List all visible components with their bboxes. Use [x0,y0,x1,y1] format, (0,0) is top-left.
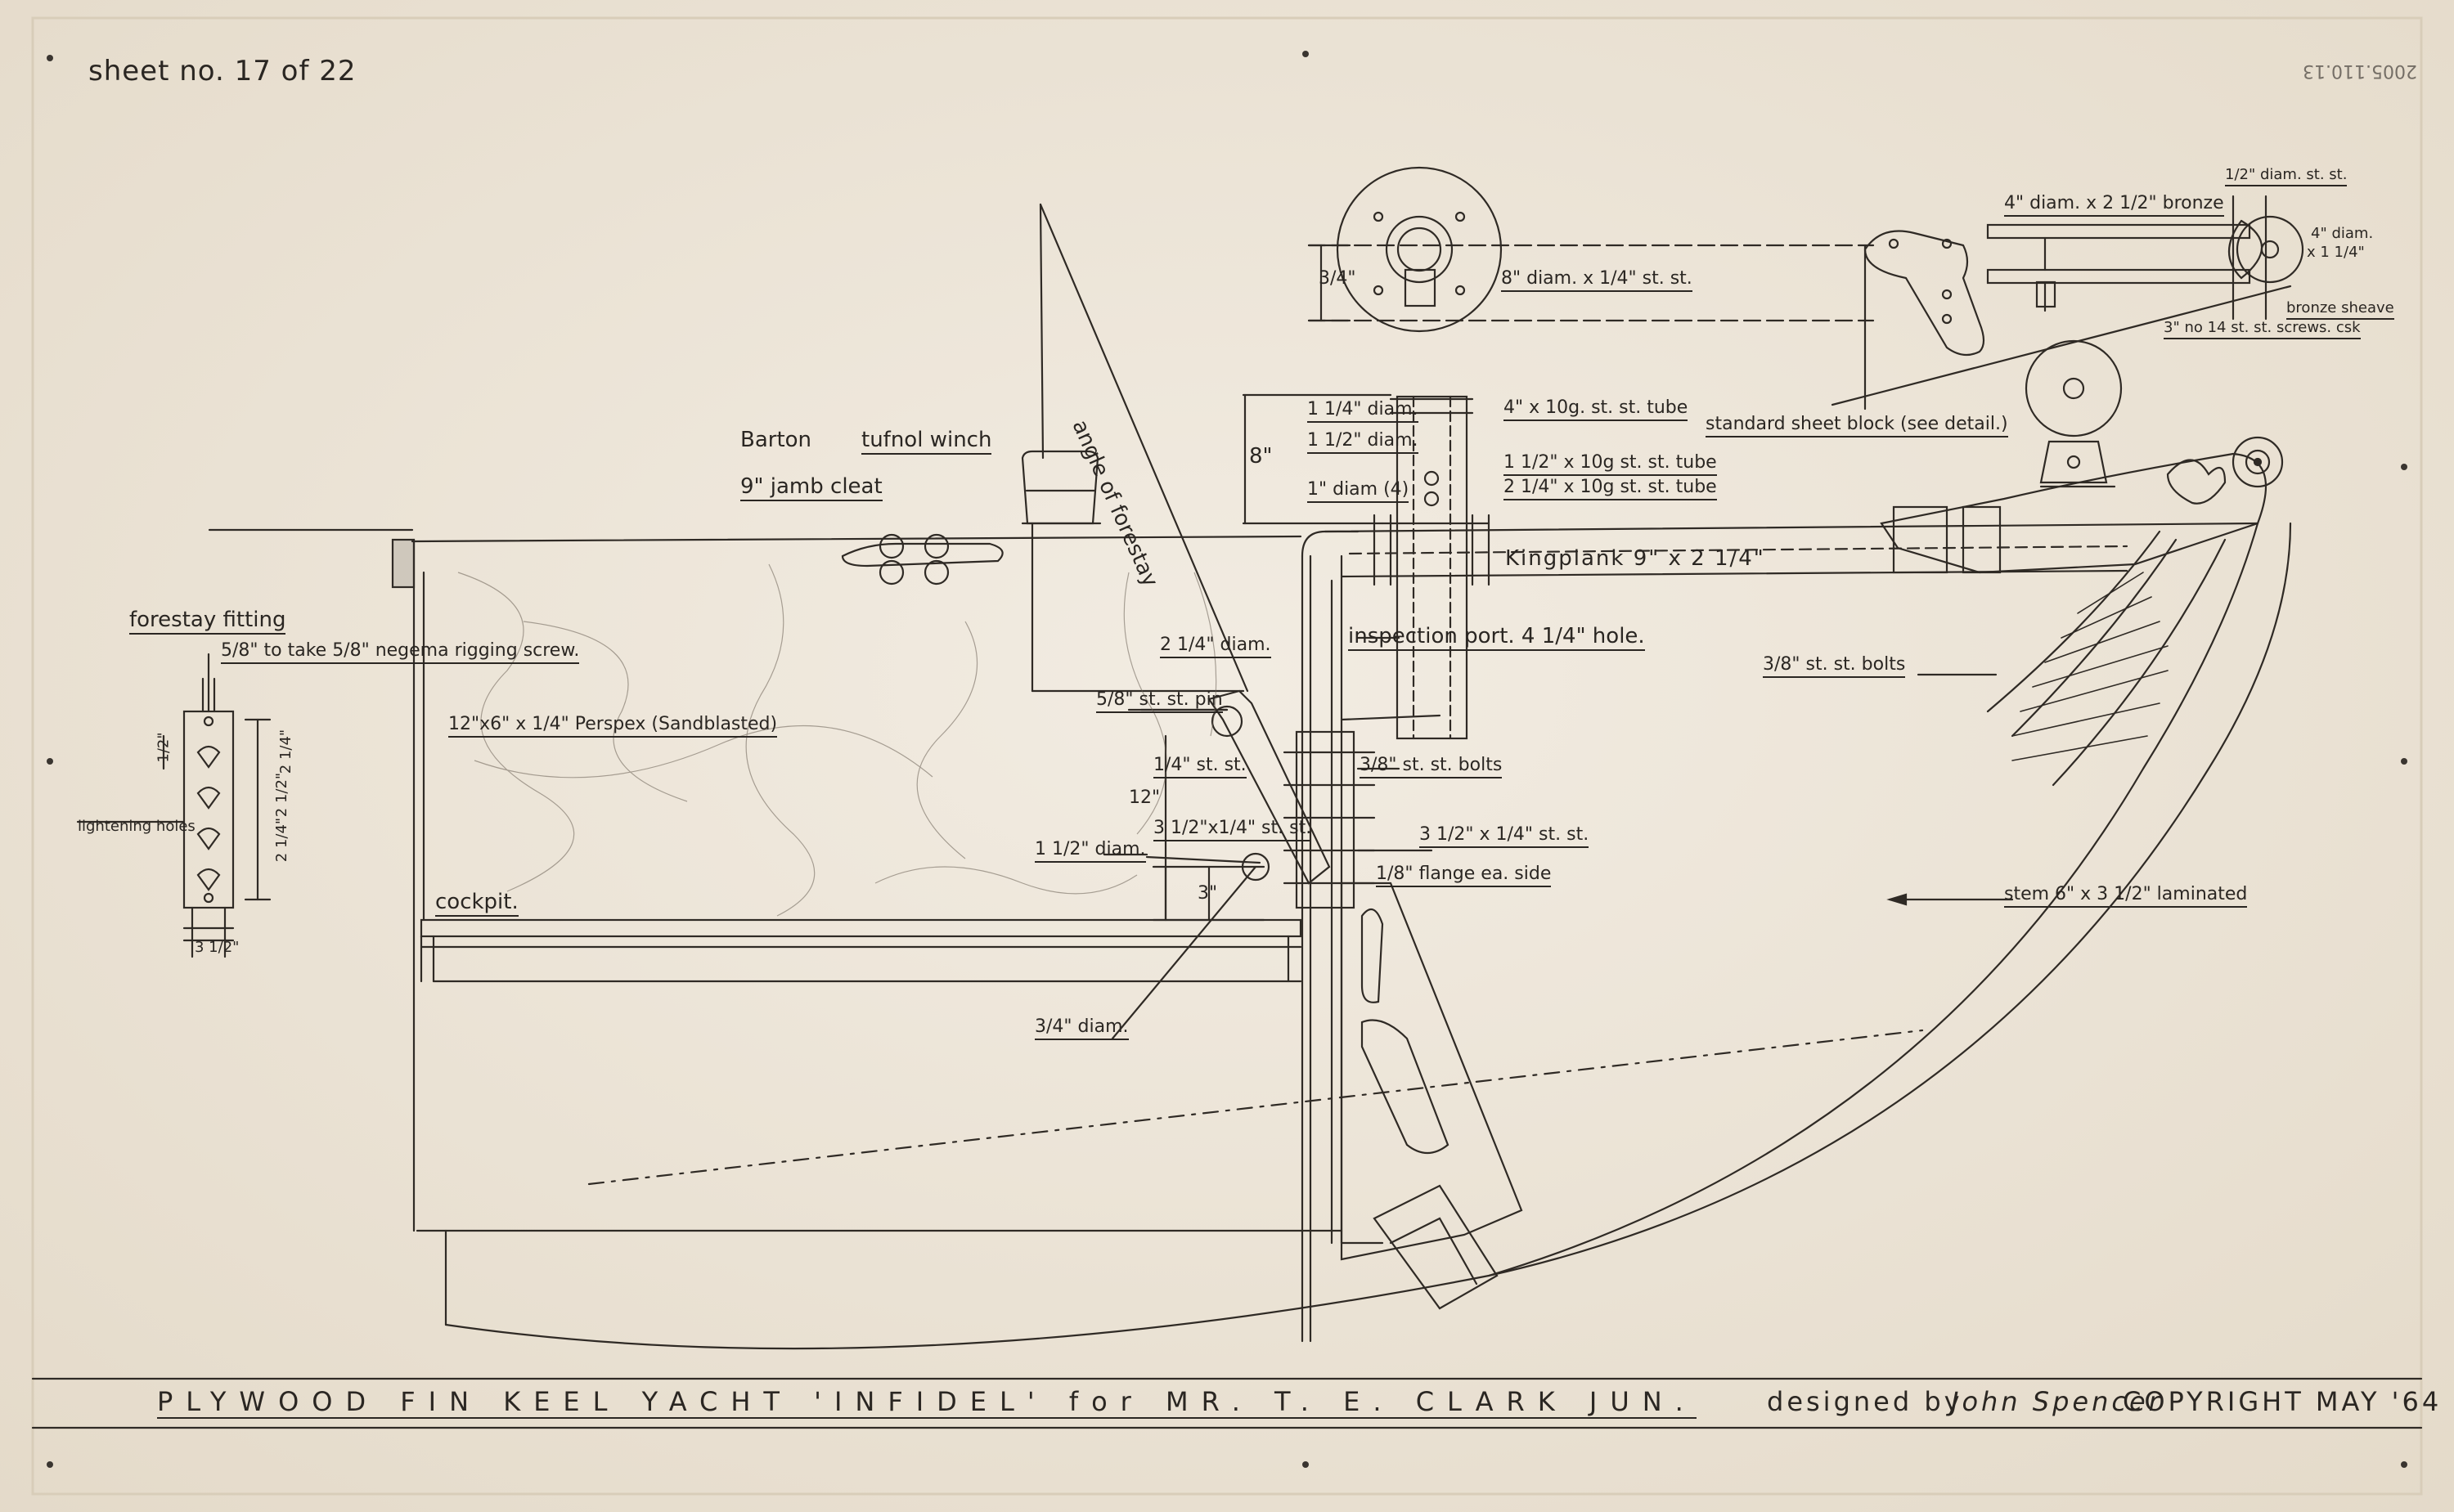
pin [47,1461,53,1468]
tube-4in [1396,395,1468,740]
pin [47,55,53,61]
label-bolts-a: 3/8" st. st. bolts [1360,756,1503,778]
label-tube-2-1-4: 2 1/4" x 10g st. st. tube [1503,478,1717,500]
label-bar-3-1-2: 3 1/2"x1/4" st. st. [1153,819,1312,841]
label-1-1-2-diam: 1 1/2" diam. [1035,841,1146,863]
sheet-number: sheet no. 17 of 22 [88,55,357,87]
fitting-dim-2-1-2: 2 1/2" [273,772,291,818]
label-jamb-cleat: 9" jamb cleat [740,476,883,501]
kingplank-top [1324,522,2259,533]
label-screws: 3" no 14 st. st. screws. csk [2164,321,2361,339]
label-flange: 1/8" flange ea. side [1376,865,1552,887]
bulkhead-bolts [1283,730,1376,909]
label-bar-3-1-2-b: 3 1/2" x 1/4" st. st. [1419,826,1589,848]
label-inspection-port: inspection port. 4 1/4" hole. [1348,626,1645,651]
pin [2401,758,2407,765]
label-tube-1-1-2: 1 1/2" x 10g st. st. tube [1503,454,1717,476]
kingplank-bolts [1373,514,1490,586]
stem-lam-2 [1986,530,2161,713]
label-dim-3: 3" [1198,883,1218,904]
label-dim-3-4: 3/4" [1319,268,1356,289]
label-1-diam-4: 1" diam (4) [1307,481,1409,503]
stem-lam-1 [2011,538,2178,738]
label-sheet-block: standard sheet block (see detail.) [1706,415,2008,437]
pin [47,758,53,765]
stem-lam-3 [2052,538,2227,787]
fitting-dim-1-2: 1/2" [155,732,173,763]
drawing-title: PLYWOOD FIN KEEL YACHT 'INFIDEL' for MR.… [157,1386,1697,1419]
label-dim-12: 12" [1129,787,1161,808]
copyright-note: COPYRIGHT MAY '64 [2123,1386,2443,1417]
label-bronze-sheave: bronze sheave [2286,301,2394,320]
label-tufnol-winch: tufnol winch [861,429,992,455]
label-perspex: 12"x6" x 1/4" Perspex (Sandblasted) [448,716,778,738]
sheet-block [2025,339,2123,437]
web-hole-1 [1360,908,1384,1003]
archive-mark: 2005.110.13 [2303,61,2417,81]
pin [1302,51,1309,57]
stem-hatching [2011,572,2169,761]
label-3-4-diam: 3/4" diam. [1035,1018,1129,1040]
label-lightening-holes: lightening holes [78,818,196,835]
designed-by: designed by [1767,1386,1963,1417]
stemhead-pin [2232,436,2284,488]
label-tube-4: 4" x 10g. st. st. tube [1503,399,1688,421]
floor-block [1373,1184,1499,1310]
keel-web [1340,882,1523,1261]
label-st-st-1-4: 1/4" st. st. [1153,756,1247,778]
label-forestay-fitting: forestay fitting [129,609,286,635]
cockpit-sole [420,918,1302,938]
pin [2401,464,2407,470]
hull-curve-inner [1487,522,2259,1277]
designer-signature: John Spencer [1951,1386,2163,1417]
label-sheave-size: x 1 1/4" [2307,244,2365,261]
heart-hole [2166,459,2227,505]
web-hole-2 [1360,1019,1449,1155]
label-1-1-4-diam: 1 1/4" diam. [1307,401,1418,423]
label-kingplank: Kingplank 9" x 2 1/4" [1505,546,1765,571]
forestay-line [1039,203,1249,693]
winch-body [1021,450,1099,525]
sheave-detail [2227,219,2263,280]
label-plate-8: 8" diam. x 1/4" st. st. [1501,270,1692,292]
label-half-diam: 1/2" diam. st. st. [2225,168,2348,186]
pin [1302,1461,1309,1468]
label-cockpit: cockpit. [435,891,519,917]
plate-outer [1336,166,1503,333]
label-2-1-4-diam: 2 1/4" diam. [1160,636,1271,658]
label-stem: stem 6" x 3 1/2" laminated [2004,886,2248,908]
bracket-detail [1863,230,1985,357]
paper-edge [31,16,2423,1496]
label-bolts-b: 3/8" st. st. bolts [1763,656,1906,678]
label-sheave-4: 4" diam. [2311,225,2374,242]
label-1-1-2-diam-b: 1 1/2" diam. [1307,432,1418,454]
label-bronze-4: 4" diam. x 2 1/2" bronze [2004,195,2224,217]
label-dim-8: 8" [1249,444,1273,469]
fitting-dim-2-1-4-a: 2 1/4" [277,729,295,774]
pin [2401,1461,2407,1468]
label-rigging-screw: 5/8" to take 5/8" negema rigging screw. [221,642,580,664]
deck-line [411,535,1302,543]
jamb-cleat [841,542,1004,568]
label-barton: Barton [740,428,812,452]
fitting-lightening-holes [196,745,221,891]
fitting-dim-3-1-2: 3 1/2" [195,939,240,956]
hull-curve-outer [444,522,2292,1350]
label-pin: 5/8" st. st. pin [1096,691,1223,713]
fitting-dim-2-1-4-b: 2 1/4" [273,817,291,863]
